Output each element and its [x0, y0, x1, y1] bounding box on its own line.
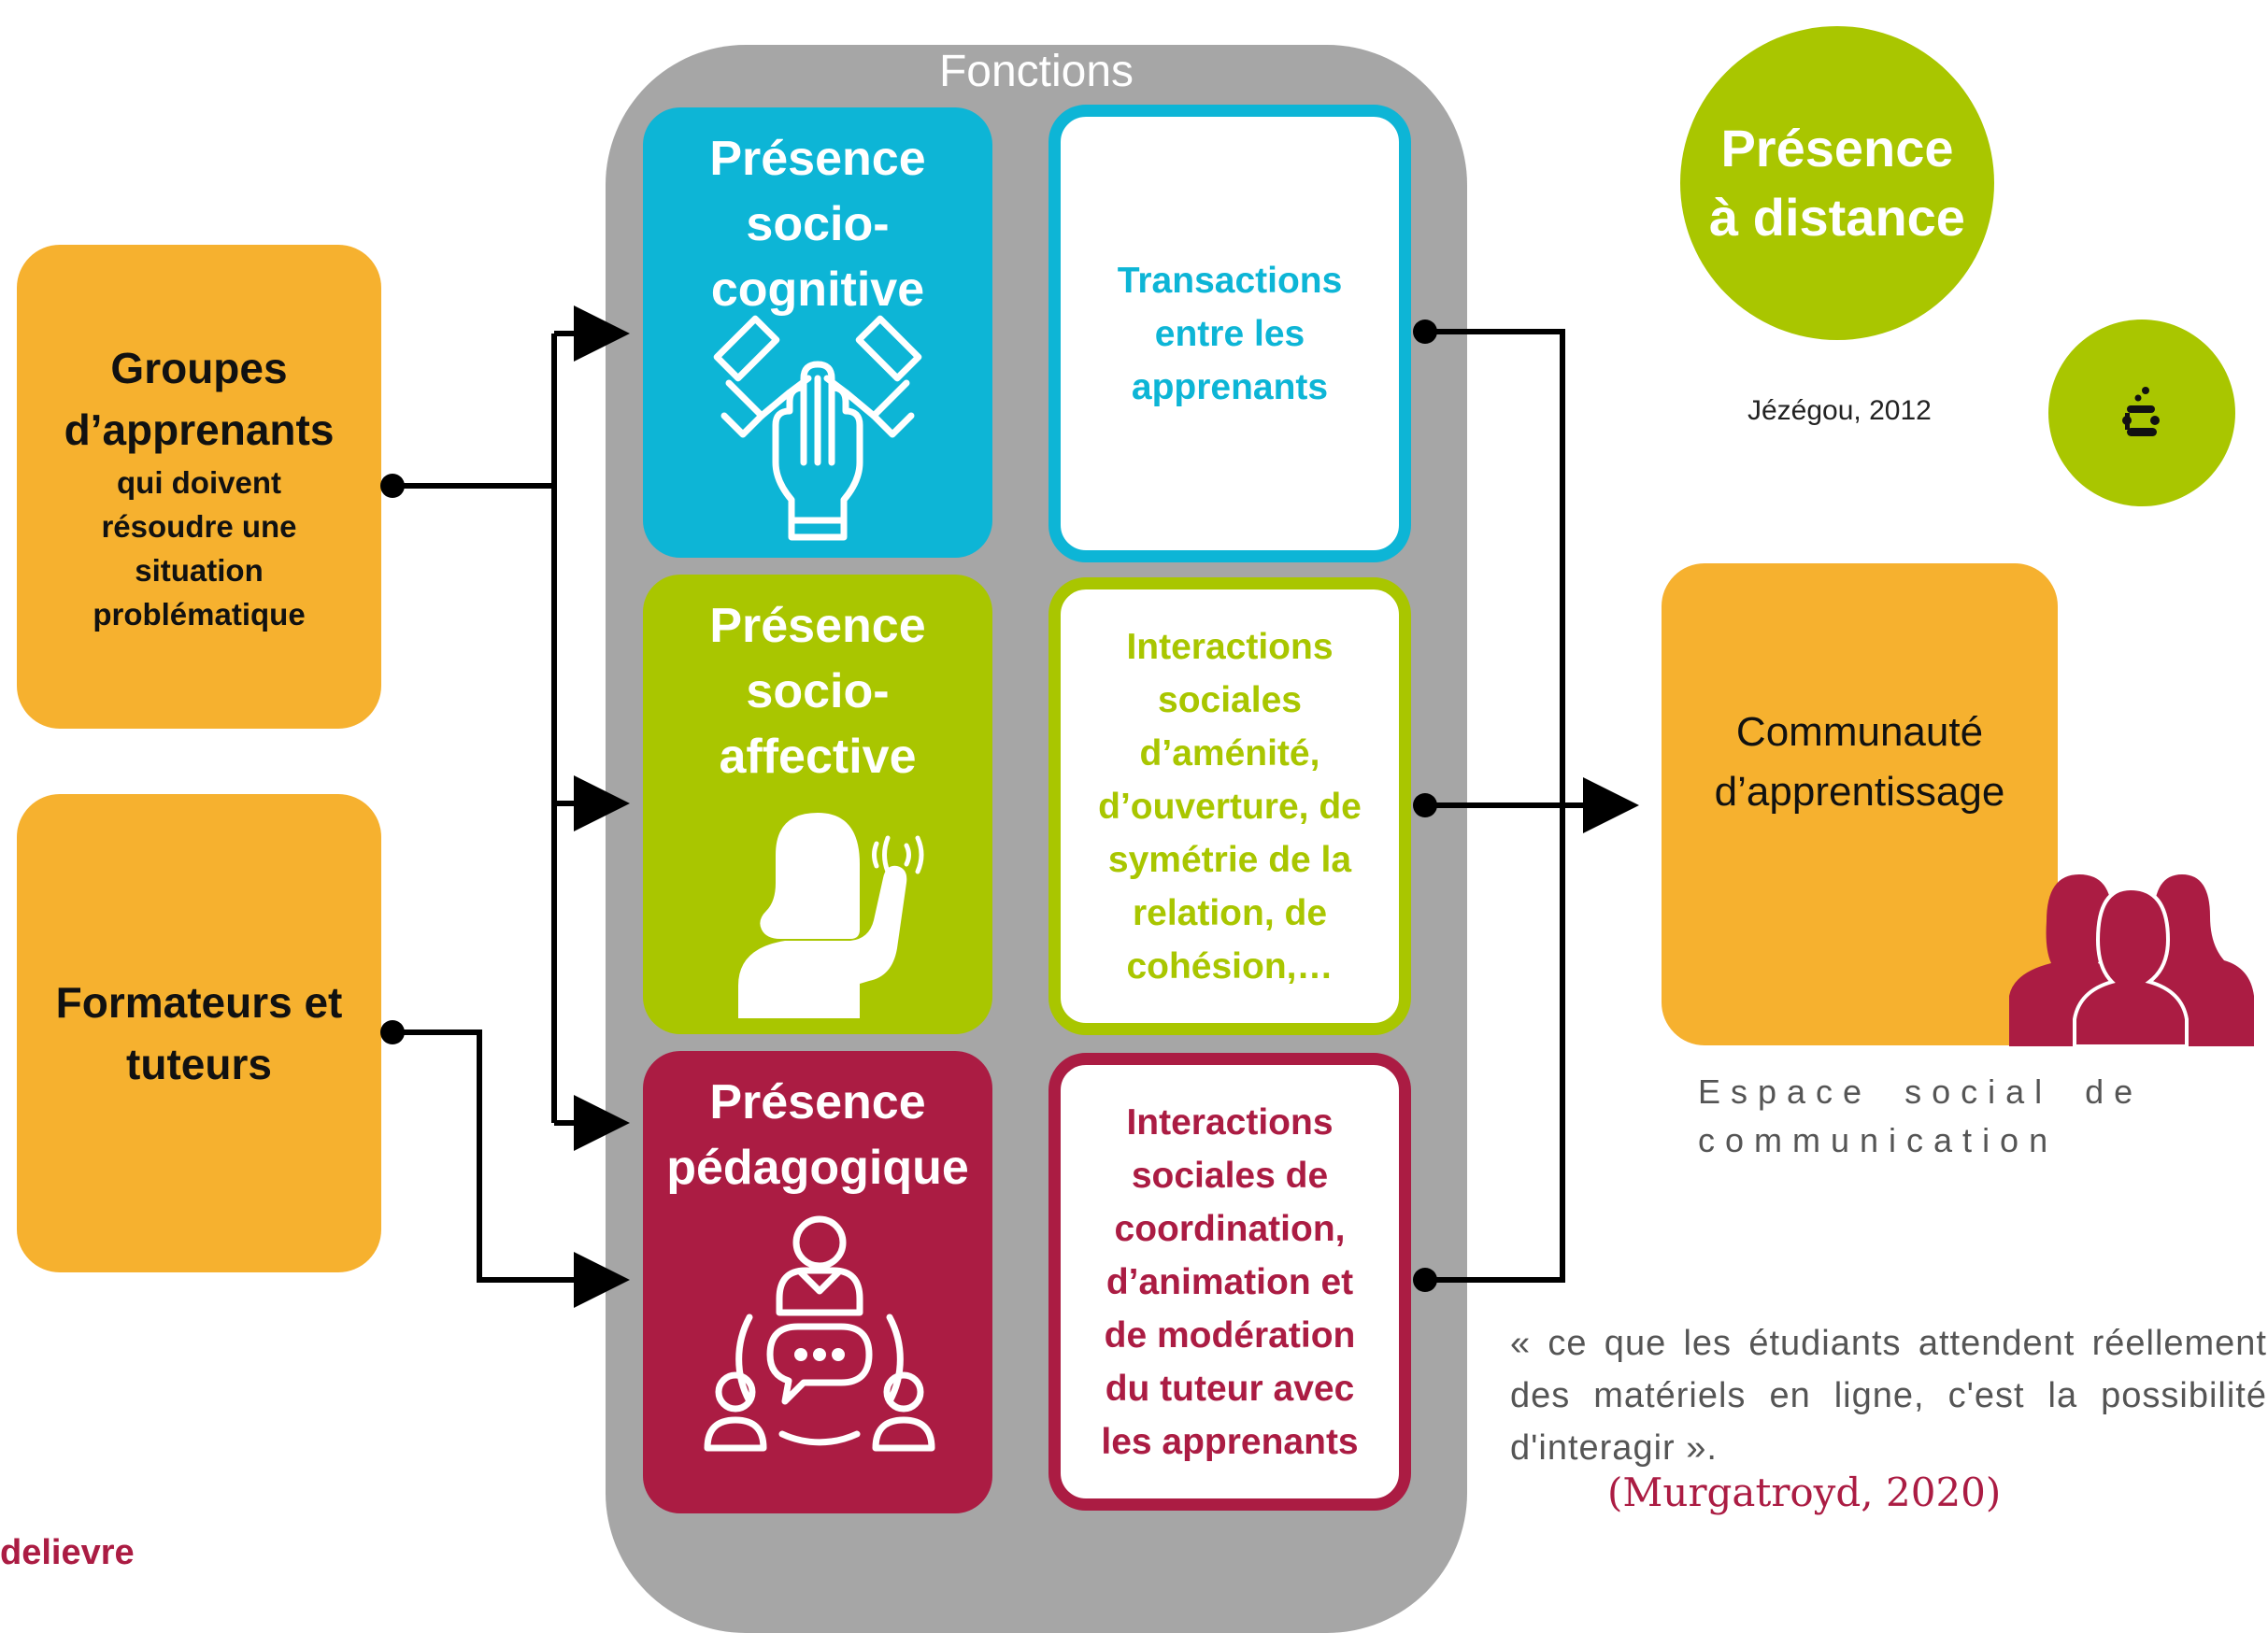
transactions-box-pedagogique: Interactions sociales de coordination, d…: [1048, 1053, 1411, 1511]
presence-socio-cognitive-title: Présence socio-cognitive: [709, 132, 926, 317]
dot-cognitive: [1413, 320, 1437, 344]
dot-groups: [380, 474, 405, 498]
community-box: Communauté d’apprentissage: [1662, 563, 2058, 1045]
footer-brand: delievre: [0, 1533, 135, 1572]
transactions-text-affective: Interactions sociales d’aménité, d’ouver…: [1098, 626, 1362, 987]
learner-groups-box: Groupes d’apprenants qui doivent résoudr…: [17, 245, 381, 729]
presence-socio-cognitive-box: Présence socio-cognitive: [643, 107, 992, 558]
transactions-text-cognitive: Transactions entre les apprenants: [1117, 260, 1343, 407]
community-title: Communauté d’apprentissage: [1714, 709, 2005, 815]
trainers-title: Formateurs et tuteurs: [55, 978, 343, 1088]
connectors: [380, 305, 1639, 1308]
learner-groups-title: Groupes d’apprenants: [64, 344, 335, 454]
learner-groups-subtitle: qui doivent résoudre une situation probl…: [93, 465, 306, 632]
trainers-box: Formateurs et tuteurs: [17, 794, 381, 1272]
waving-person-icon: [738, 813, 924, 1018]
people-group-icon: [2009, 874, 2254, 1046]
panel-label: Fonctions: [938, 47, 1134, 96]
presence-pedagogique-title: Présence pédagogique: [666, 1075, 969, 1195]
presence-distance-circle: Présence à distance: [1680, 26, 1994, 340]
logo-icon: [2122, 387, 2160, 436]
dot-trainers: [380, 1020, 405, 1044]
presence-pedagogique-box: Présence pédagogique: [643, 1051, 992, 1513]
presence-distance-text: Présence à distance: [1709, 119, 1965, 247]
dot-pedagogique: [1413, 1268, 1437, 1292]
group-chat-icon: [704, 1215, 935, 1452]
presence-socio-affective-title: Présence socio-affective: [709, 599, 926, 784]
transactions-text-pedagogique: Interactions sociales de coordination, d…: [1101, 1101, 1359, 1462]
transactions-box-affective: Interactions sociales d’aménité, d’ouver…: [1048, 577, 1411, 1035]
transactions-box-cognitive: Transactions entre les apprenants: [1048, 105, 1411, 562]
logo-circle: [2048, 320, 2235, 506]
citation-jezegou: Jézégou, 2012: [1747, 395, 1932, 426]
connector-trainers: [392, 1030, 630, 1308]
quote-author: (Murgatroyd, 2020): [1607, 1470, 2002, 1515]
space-caption: Espace social de communication: [1698, 1072, 2144, 1159]
quote-text: « ce que les étudiants attendent réellem…: [1510, 1324, 2267, 1468]
dot-affective: [1413, 793, 1437, 817]
hands-together-icon: [713, 315, 922, 541]
